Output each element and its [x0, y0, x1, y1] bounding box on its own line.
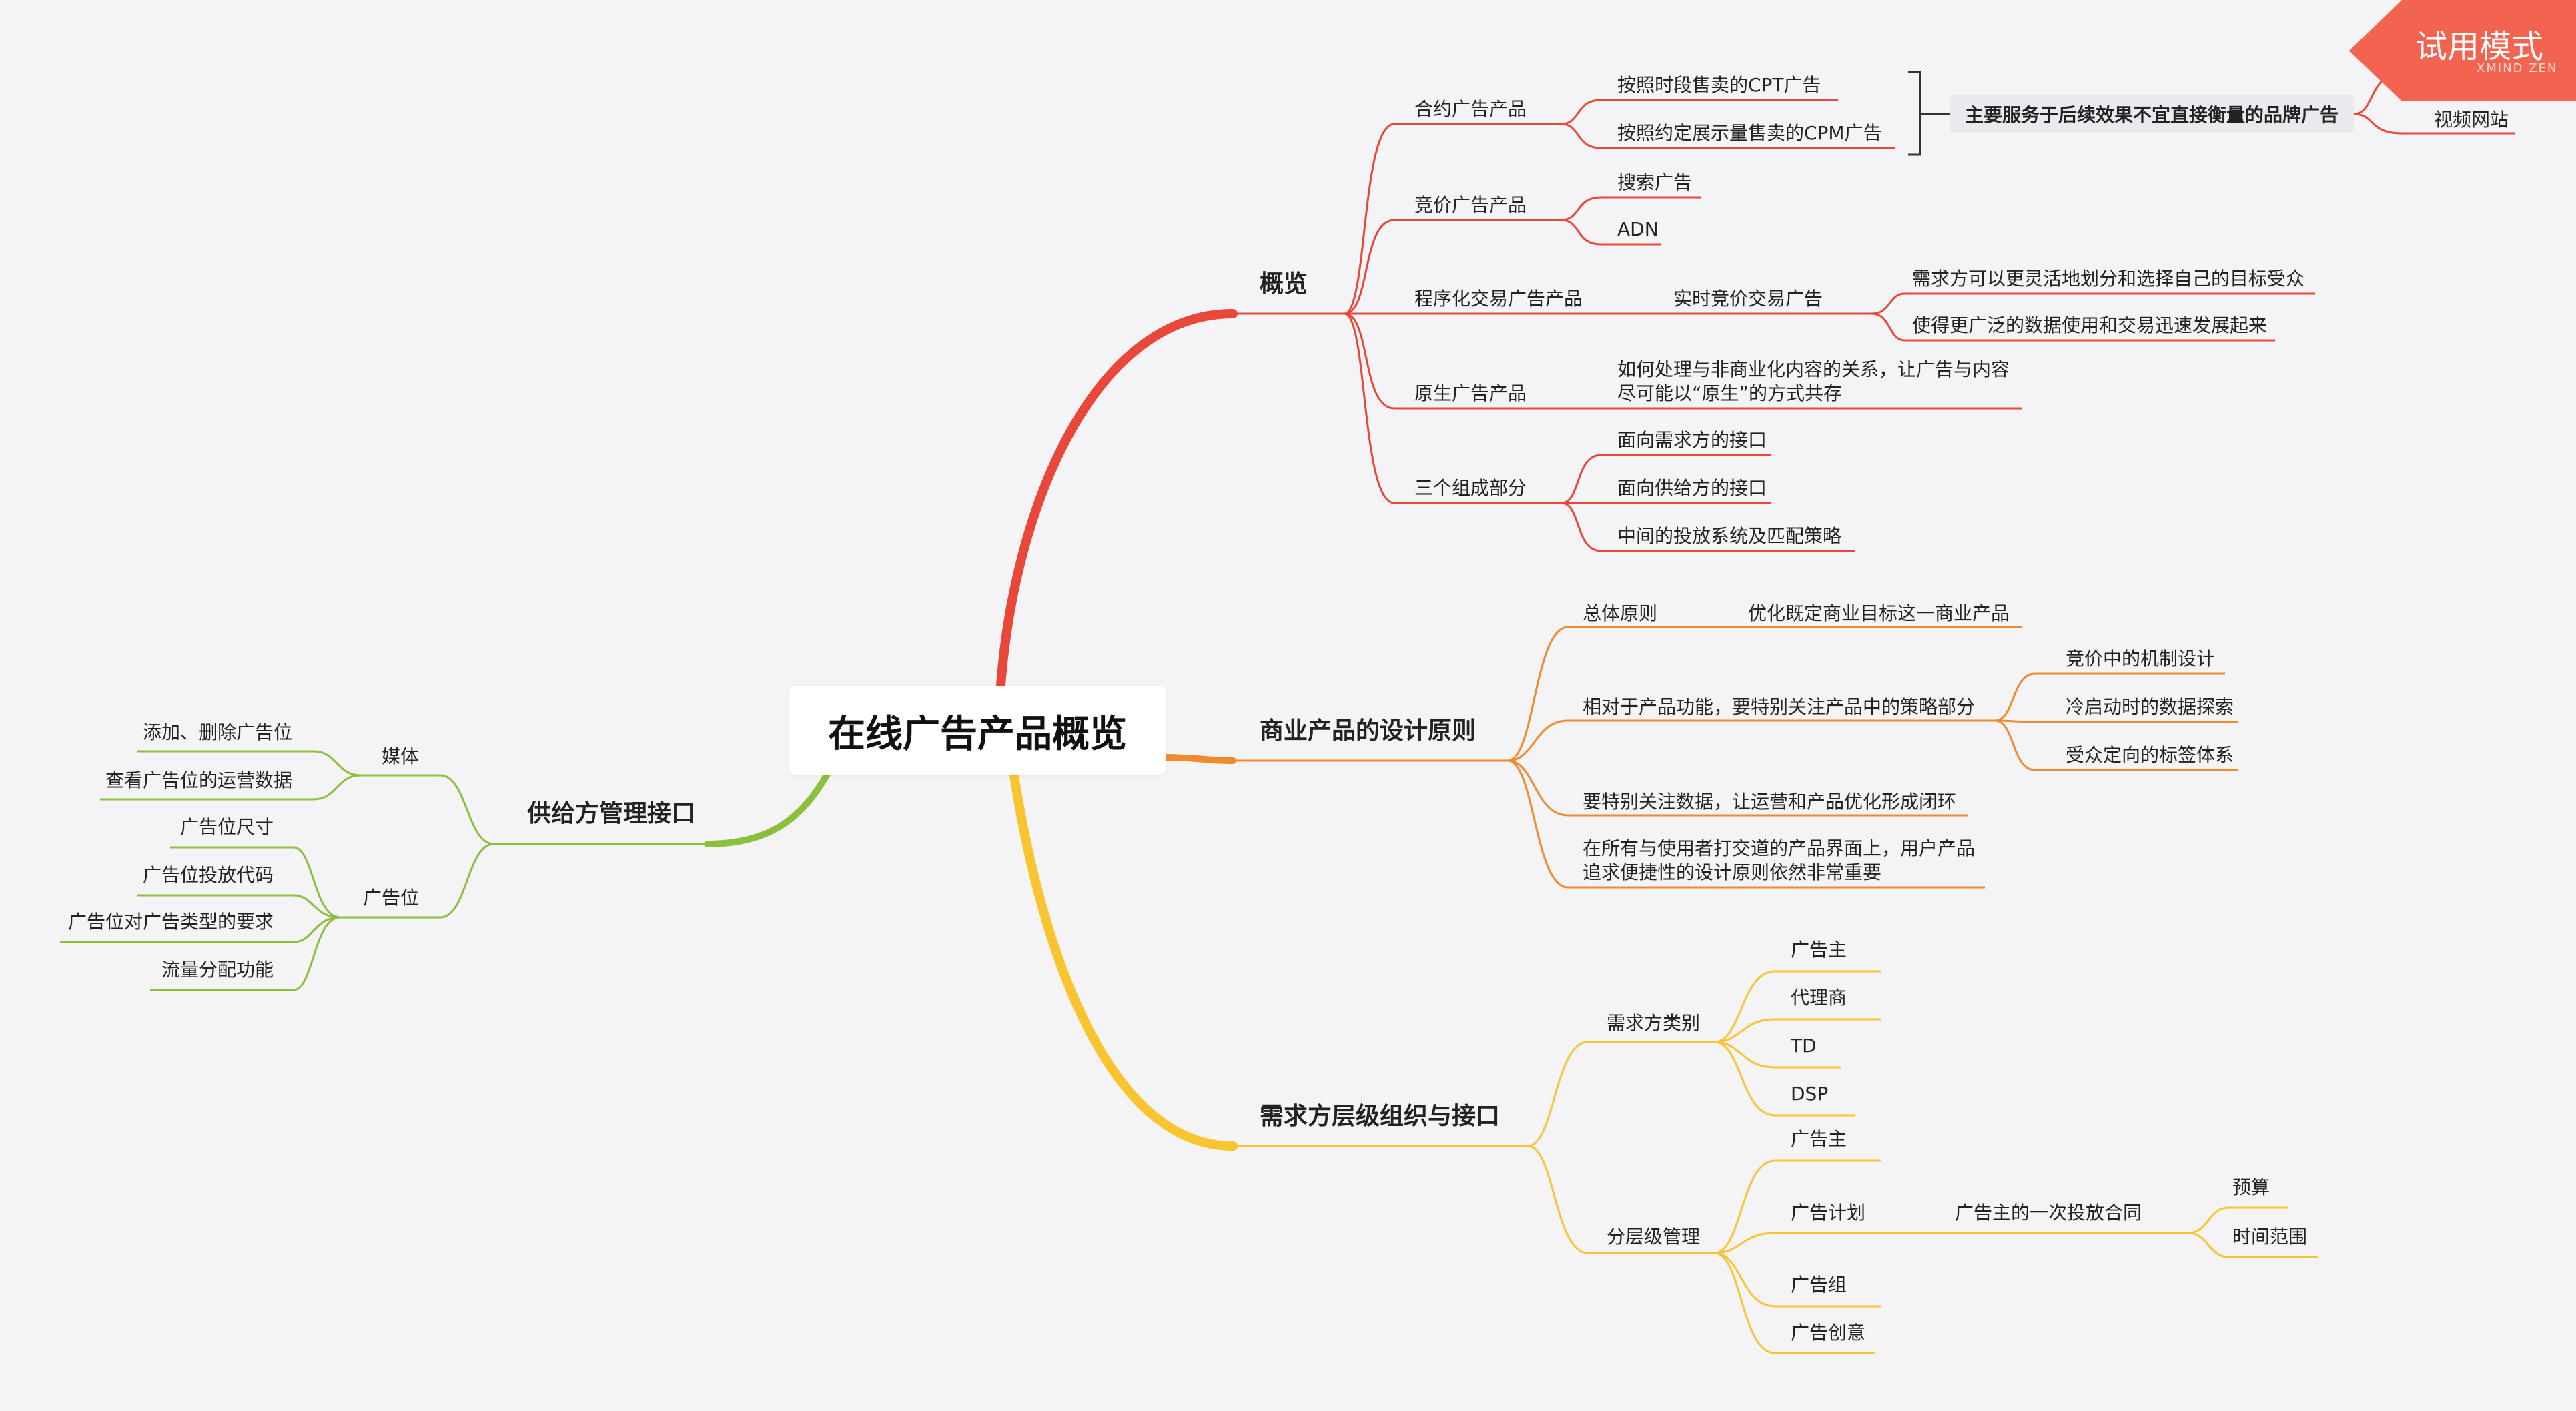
topic-mechanism-design[interactable]: 竞价中的机制设计 [2066, 648, 2216, 670]
branch-overview[interactable]: 概览 [1260, 270, 1308, 298]
topic-native-ads[interactable]: 原生广告产品 [1414, 382, 1527, 404]
branch-demand-hierarchy[interactable]: 需求方层级组织与接口 [1260, 1103, 1500, 1130]
topic-supply-interface[interactable]: 面向供给方的接口 [1617, 477, 1767, 499]
topic-td[interactable]: TD [1791, 1035, 1817, 1057]
topic-media[interactable]: 媒体 [382, 745, 420, 767]
topic-rtb-data[interactable]: 使得更广泛的数据使用和交易迅速发展起来 [1912, 314, 2268, 336]
trial-mode-sub: XMIND ZEN [2477, 61, 2558, 75]
branch-design-principles[interactable]: 商业产品的设计原则 [1260, 717, 1476, 745]
topic-general-principle[interactable]: 总体原则 [1583, 602, 1658, 624]
topic-ad-plan-desc[interactable]: 广告主的一次投放合同 [1955, 1202, 2142, 1224]
topic-general-principle-value[interactable]: 优化既定商业目标这一商业产品 [1748, 602, 2010, 624]
topic-audience-tags[interactable]: 受众定向的标签体系 [2066, 744, 2234, 766]
topic-slot-code[interactable]: 广告位投放代码 [143, 864, 274, 886]
topic-data-loop[interactable]: 要特别关注数据，让运营和产品优化形成闭环 [1583, 791, 1957, 813]
topic-ad-plan[interactable]: 广告计划 [1791, 1202, 1866, 1224]
topic-rtb-audience[interactable]: 需求方可以更灵活地划分和选择自己的目标受众 [1912, 268, 2305, 290]
topic-bidding-ads[interactable]: 竞价广告产品 [1414, 194, 1527, 216]
topic-ad-slot[interactable]: 广告位 [363, 887, 420, 909]
root-topic[interactable]: 在线广告产品概览 [789, 686, 1166, 775]
topic-cold-start[interactable]: 冷启动时的数据探索 [2066, 696, 2234, 718]
topic-strategy-focus[interactable]: 相对于产品功能，要特别关注产品中的策略部分 [1583, 696, 1976, 718]
topic-hierarchy-advertiser[interactable]: 广告主 [1791, 1128, 1847, 1150]
topic-slot-ad-type[interactable]: 广告位对广告类型的要求 [68, 911, 274, 933]
topic-search-ads[interactable]: 搜索广告 [1617, 171, 1693, 193]
trial-mode-label[interactable]: 试用模式 [2415, 28, 2544, 65]
topic-native-desc[interactable]: 如何处理与非商业化内容的关系，让广告与内容 尽可能以“原生”的方式共存 [1617, 358, 2010, 404]
trial-badge-shape [2349, 0, 2576, 101]
topic-hierarchy-management[interactable]: 分层级管理 [1607, 1226, 1701, 1248]
topic-programmatic-ads[interactable]: 程序化交易广告产品 [1414, 288, 1583, 310]
topic-demand-types[interactable]: 需求方类别 [1607, 1012, 1701, 1034]
summary-callout[interactable]: 主要服务于后续效果不宜直接衡量的品牌广告 [1950, 95, 2354, 133]
topic-ui-convenience[interactable]: 在所有与使用者打交道的产品界面上，用户产品 追求便捷性的设计原则依然非常重要 [1583, 837, 1976, 883]
topic-delivery-system[interactable]: 中间的投放系统及匹配策略 [1617, 525, 1842, 547]
topic-contract-ads[interactable]: 合约广告产品 [1414, 98, 1527, 120]
topic-three-components[interactable]: 三个组成部分 [1414, 477, 1527, 499]
topic-advertiser[interactable]: 广告主 [1791, 939, 1847, 961]
topic-slot-operation-data[interactable]: 查看广告位的运营数据 [105, 769, 293, 791]
topic-cpt-ads[interactable]: 按照时段售卖的CPT广告 [1617, 74, 1821, 96]
topic-traffic-allocation[interactable]: 流量分配功能 [161, 959, 274, 981]
topic-rtb-ads[interactable]: 实时竞价交易广告 [1673, 288, 1823, 310]
topic-agency[interactable]: 代理商 [1791, 987, 1847, 1009]
topic-time-range[interactable]: 时间范围 [2232, 1226, 2308, 1248]
topic-dsp[interactable]: DSP [1791, 1083, 1829, 1105]
topic-video-site[interactable]: 视频网站 [2434, 109, 2509, 131]
topic-add-remove-slot[interactable]: 添加、删除广告位 [143, 721, 293, 743]
topic-slot-size[interactable]: 广告位尺寸 [180, 816, 274, 838]
topic-cpm-ads[interactable]: 按照约定展示量售卖的CPM广告 [1617, 122, 1882, 144]
topic-ad-group[interactable]: 广告组 [1791, 1274, 1847, 1296]
topic-demand-interface[interactable]: 面向需求方的接口 [1617, 429, 1767, 451]
branch-supply-interface[interactable]: 供给方管理接口 [527, 800, 696, 827]
topic-adn[interactable]: ADN [1617, 218, 1659, 240]
topic-budget[interactable]: 预算 [2232, 1176, 2270, 1198]
topic-ad-creative[interactable]: 广告创意 [1791, 1322, 1866, 1344]
